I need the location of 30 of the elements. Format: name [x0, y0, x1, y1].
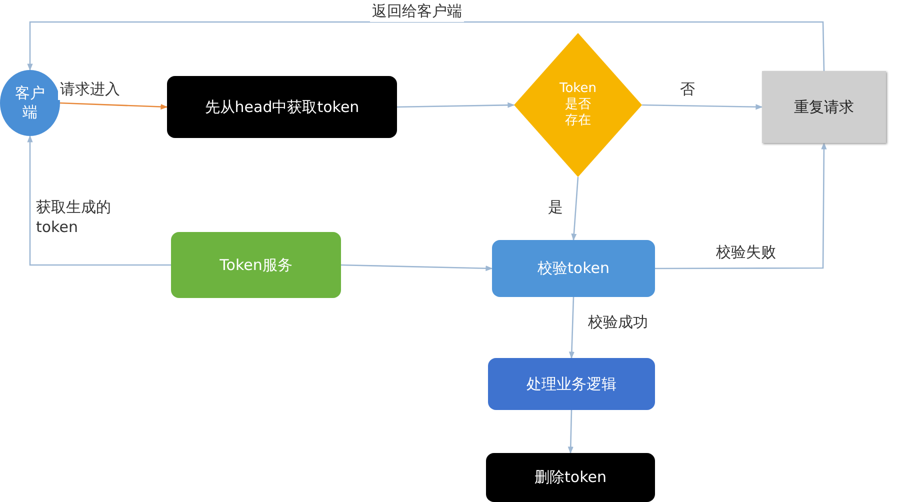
node-text: Token是否存在 — [559, 80, 597, 130]
arrow — [340, 264, 493, 272]
arrow — [60, 102, 168, 110]
edge-label: 返回给客户端 — [370, 2, 464, 22]
process-box — [492, 240, 655, 297]
arrow — [655, 142, 827, 270]
process-box — [167, 76, 397, 138]
node-text: 客户端 — [14, 84, 46, 122]
service-box — [171, 232, 341, 298]
arrow — [27, 135, 171, 266]
arrow — [396, 102, 515, 108]
arrow — [27, 21, 825, 72]
node-text: Token服务 — [220, 256, 292, 274]
process-box — [762, 71, 886, 143]
arrow — [568, 296, 574, 359]
process-box — [486, 453, 655, 502]
node-text: 先从head中获取token — [204, 98, 360, 116]
node-text: 删除token — [534, 468, 606, 487]
node-text: 校验token — [538, 259, 610, 278]
arrow — [642, 104, 763, 110]
edge-label: 是 — [546, 198, 565, 218]
edge-label: 校验失败 — [714, 243, 778, 262]
decision-diamond — [514, 33, 642, 177]
node-text: 处理业务逻辑 — [526, 374, 616, 394]
process-box — [488, 358, 655, 410]
edge-label: 校验成功 — [586, 313, 650, 332]
edge-label: 请求进入 — [58, 80, 122, 100]
arrow — [568, 410, 574, 454]
node-text: 重复请求 — [794, 98, 854, 116]
arrow — [571, 176, 579, 241]
